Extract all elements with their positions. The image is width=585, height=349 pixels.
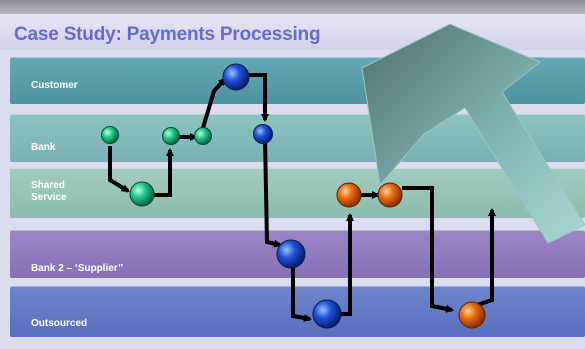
arrow-bank-to-shared <box>108 146 130 193</box>
nodes <box>101 63 486 329</box>
arrow-shared-to-bank <box>150 148 174 197</box>
top-bar <box>0 0 585 14</box>
node-green-shared <box>129 181 155 207</box>
slide-title: Case Study: Payments Processing <box>14 24 321 45</box>
node-blue-customer <box>222 63 250 91</box>
lane-label-outsourced: Outsourced <box>31 318 88 329</box>
lane-outsourced <box>10 286 585 337</box>
arrow-outsourced-to-shared <box>330 213 354 316</box>
arrow-customer-to-bank <box>247 73 269 122</box>
node-green-bank-1 <box>101 126 119 144</box>
arrow-shared-to-outsourced <box>402 186 454 313</box>
node-orange-outsourced <box>458 301 486 329</box>
node-blue-bank-2 <box>276 239 306 269</box>
node-green-bank-2 <box>162 127 180 145</box>
lane-label-bank: Bank <box>31 142 56 153</box>
arrow-bank-to-customer <box>201 77 227 129</box>
node-blue-outsourced <box>312 299 342 329</box>
lane-label-service: Service <box>31 192 67 203</box>
arrow-outsourced-up-right <box>476 208 496 307</box>
lane-label-customer: Customer <box>31 80 78 91</box>
lane-label-shared: Shared <box>31 180 65 191</box>
arrow-bank-to-bank2 <box>263 137 282 248</box>
callout-arrow-shape <box>361 23 585 244</box>
arrow-bank2-to-outsourced <box>291 268 312 322</box>
node-green-bank-3 <box>194 127 212 145</box>
node-orange-shared-2 <box>377 182 403 208</box>
lane-label-bank-2: Bank 2 – ‘Supplier’’ <box>31 263 124 274</box>
node-orange-shared-1 <box>336 182 362 208</box>
node-blue-bank <box>253 124 273 144</box>
